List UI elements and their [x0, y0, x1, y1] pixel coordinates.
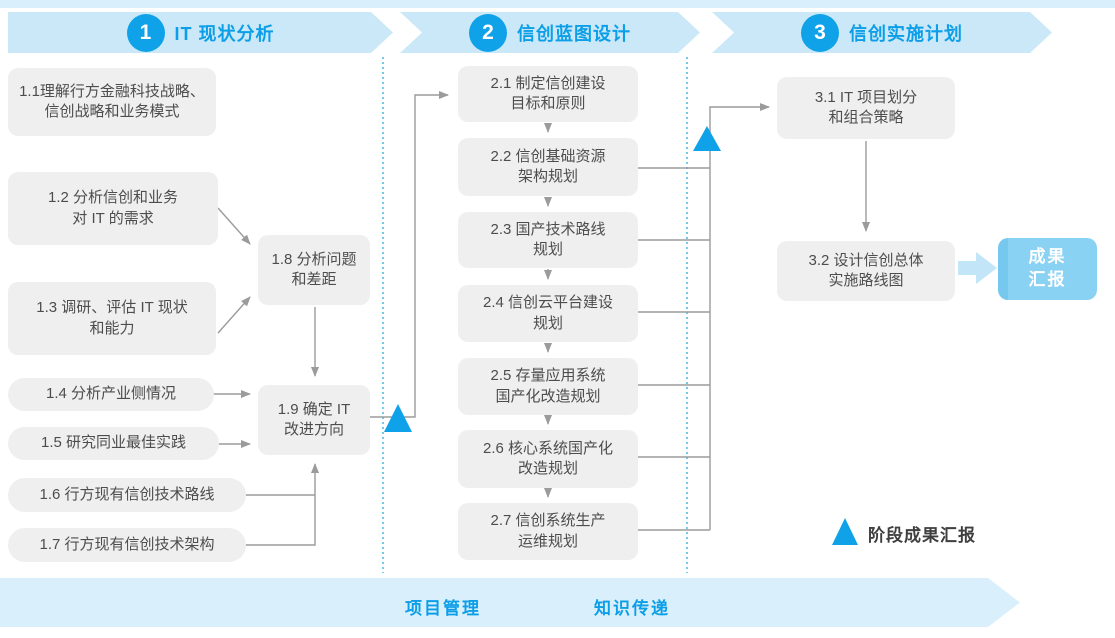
step-2-7: 2.7 信创系统生产 运维规划	[458, 503, 638, 560]
milestone-triangle-icon	[384, 404, 412, 432]
step-2-4: 2.4 信创云平台建设 规划	[458, 285, 638, 342]
phase-3-number-badge: 3	[801, 13, 839, 52]
step-1-9: 1.9 确定 IT 改进方向	[258, 385, 370, 455]
step-1-6: 1.6 行方现有信创技术路线	[8, 478, 246, 512]
step-1-4: 1.4 分析产业侧情况	[8, 378, 214, 411]
phase-1-header: 1 IT 现状分析	[8, 12, 393, 53]
phase-1-title: IT 现状分析	[174, 23, 275, 44]
milestone-triangle-icon	[693, 126, 721, 151]
top-strip	[0, 0, 1115, 8]
step-1-8: 1.8 分析问题 和差距	[258, 235, 370, 305]
phase-3-header: 3 信创实施计划	[712, 12, 1052, 53]
footer-ribbon	[0, 578, 1020, 627]
footer-item-project-management: 项目管理	[405, 599, 481, 618]
step-2-2: 2.2 信创基础资源 架构规划	[458, 138, 638, 196]
footer-item-knowledge-transfer: 知识传递	[594, 599, 670, 618]
phase-2-header: 2 信创蓝图设计	[400, 12, 700, 53]
step-1-3: 1.3 调研、评估 IT 现状 和能力	[8, 282, 216, 355]
legend-triangle-icon	[832, 518, 858, 545]
step-2-3: 2.3 国产技术路线 规划	[458, 212, 638, 268]
step-1-5: 1.5 研究同业最佳实践	[8, 427, 219, 460]
legend-label: 阶段成果汇报	[868, 526, 976, 545]
deliverable-arrow	[958, 252, 997, 284]
phase-1-number-badge: 1	[126, 13, 165, 52]
phase-2-title: 信创蓝图设计	[517, 23, 631, 44]
phase-3-title: 信创实施计划	[849, 23, 963, 44]
step-3-2: 3.2 设计信创总体 实施路线图	[777, 241, 955, 301]
step-2-5: 2.5 存量应用系统 国产化改造规划	[458, 358, 638, 415]
step-2-1: 2.1 制定信创建设 目标和原则	[458, 66, 638, 122]
step-1-2: 1.2 分析信创和业务 对 IT 的需求	[8, 172, 218, 245]
deliverable-box: 成果 汇报	[998, 238, 1097, 300]
step-1-7: 1.7 行方现有信创技术架构	[8, 528, 246, 562]
phase-2-number-badge: 2	[469, 13, 507, 52]
step-2-6: 2.6 核心系统国产化 改造规划	[458, 430, 638, 488]
step-1-1: 1.1理解行方金融科技战略、 信创战略和业务模式	[8, 68, 216, 136]
step-3-1: 3.1 IT 项目划分 和组合策略	[777, 77, 955, 139]
